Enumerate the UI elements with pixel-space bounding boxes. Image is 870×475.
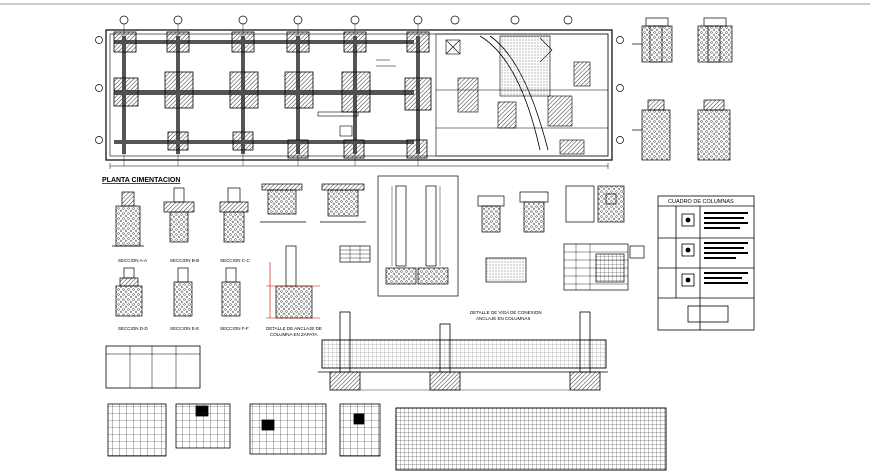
section-label-d: SECCION D-D — [118, 326, 149, 331]
column-plan-details — [477, 185, 645, 291]
connecting-beams — [114, 36, 420, 154]
beam-sections — [260, 183, 371, 319]
connecting-beam-elevation — [318, 311, 608, 391]
plan-right-zone — [317, 33, 609, 157]
column-elevation-detail — [377, 175, 459, 297]
foundation-sections — [112, 187, 249, 317]
anchor-title: DETALLE DE ANCLAJE DE — [266, 326, 322, 331]
footings — [113, 31, 432, 159]
plan-title: PLANTA CIMENTACION — [102, 177, 180, 184]
footing-reinforcement-plans — [105, 345, 667, 471]
columns-schedule-table — [657, 195, 755, 331]
section-labels: SECCION A-A SECCION B-B SECCION C-C SECC… — [118, 258, 251, 331]
column-table-title: CUADRO DE COLUMNAS — [668, 199, 734, 205]
foundation-plan: PLANTA CIMENTACION — [95, 15, 624, 184]
column-section-details — [632, 17, 733, 161]
beam-detail-subtitle: ANCLAJE EN COLUMNAS — [476, 316, 531, 321]
section-label-a: SECCION A-A — [118, 258, 147, 263]
section-label-e: SECCION E-E — [170, 326, 199, 331]
section-label-b: SECCION B-B — [170, 258, 199, 263]
grid-bubbles-top — [119, 15, 573, 25]
section-label-c: SECCION C-C — [220, 258, 251, 263]
beam-detail-title: DETALLE DE VIGA DE CONEXION — [470, 310, 542, 315]
anchor-subtitle: COLUMNA EN ZAPATA — [270, 332, 318, 337]
section-label-f: SECCION F-F — [220, 326, 249, 331]
